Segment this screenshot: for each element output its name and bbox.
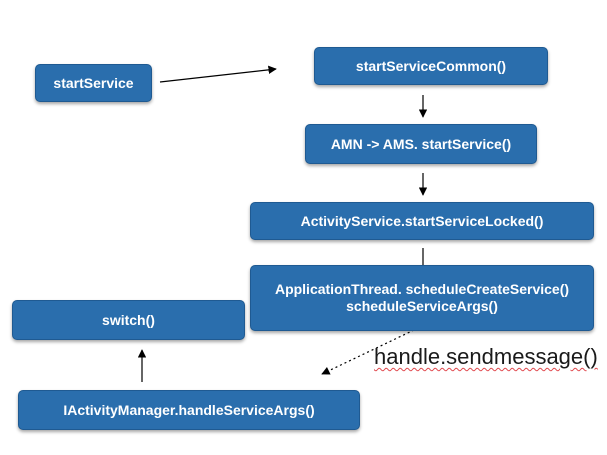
start-service-locked-label: ActivityService.startServiceLocked() [300, 212, 544, 229]
amn-ams-label: AMN -> AMS. startService() [330, 135, 512, 152]
start-service-common-box: startServiceCommon() [314, 47, 548, 85]
handle-sendmessage-annotation: handle.sendmessage() [374, 344, 598, 369]
application-thread-label-line1: ApplicationThread. scheduleCreateService… [274, 281, 570, 297]
handle-service-args-box: IActivityManager.handleServiceArgs() [18, 390, 360, 430]
start-service-box: startService [35, 64, 152, 102]
dotted-arrow-thread-to-handle [321, 329, 415, 375]
application-thread-label-line2: scheduleServiceArgs() [346, 298, 498, 314]
start-service-locked-box: ActivityService.startServiceLocked() [250, 202, 594, 240]
start-service-common-label: startServiceCommon() [355, 57, 507, 74]
switch-box: switch() [12, 300, 245, 340]
handle-service-args-label: IActivityManager.handleServiceArgs() [63, 401, 315, 418]
start-service-label: startService [53, 74, 134, 91]
application-thread-box: ApplicationThread. scheduleCreateService… [250, 265, 594, 331]
switch-label: switch() [102, 311, 155, 328]
amn-ams-box: AMN -> AMS. startService() [305, 124, 537, 164]
arrow-start-to-common [159, 65, 277, 83]
